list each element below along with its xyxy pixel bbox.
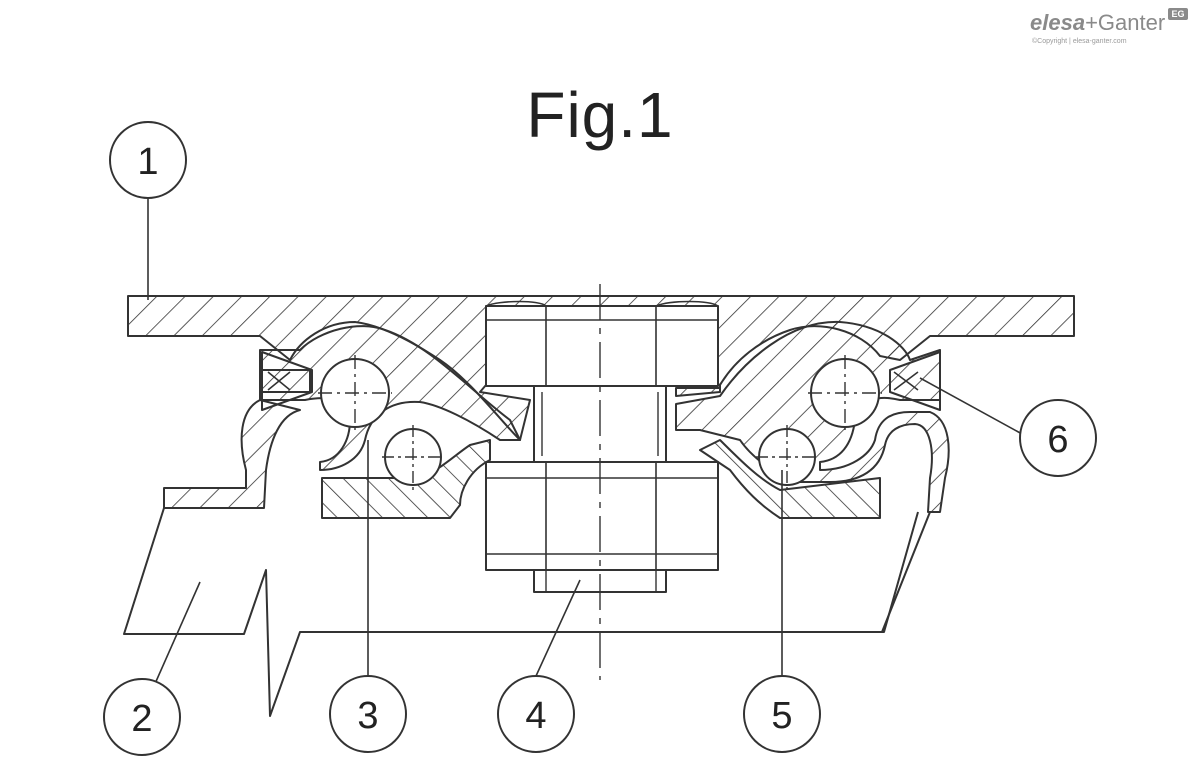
lower-nut	[485, 461, 719, 571]
callout-circle-6	[1019, 399, 1097, 477]
callout-label-1: 1	[137, 141, 158, 183]
logo-badge: EG	[1168, 8, 1188, 20]
left-seal	[261, 351, 313, 411]
right-seal	[889, 351, 941, 411]
callout-label-4: 4	[525, 695, 546, 737]
fork-left-leg	[123, 507, 919, 717]
callout-label-2: 2	[131, 698, 152, 740]
logo-copyright: ©Copyright | elesa-ganter.com	[1032, 38, 1127, 45]
callout-label-3: 3	[357, 695, 378, 737]
left-skirt	[163, 399, 301, 509]
callout-circle-4	[497, 675, 575, 753]
right-race-ring	[699, 439, 881, 519]
callout-circle-5	[743, 675, 821, 753]
figure-title: Fig.1	[526, 79, 674, 151]
logo-brand-text: elesa+Ganter	[1030, 10, 1166, 35]
callout-circle-1	[109, 121, 187, 199]
callout-label-6: 6	[1047, 419, 1068, 461]
leader-4	[535, 579, 581, 677]
upper-nut	[485, 305, 719, 387]
callout-circle-2	[103, 678, 181, 756]
callout-circle-3	[329, 675, 407, 753]
leader-2	[153, 581, 201, 687]
leader-6	[919, 377, 1023, 435]
callout-label-5: 5	[771, 695, 792, 737]
elesa-ganter-logo: elesa+Ganter EG ©Copyright | elesa-gante…	[1030, 8, 1190, 48]
right-housing	[675, 320, 950, 513]
